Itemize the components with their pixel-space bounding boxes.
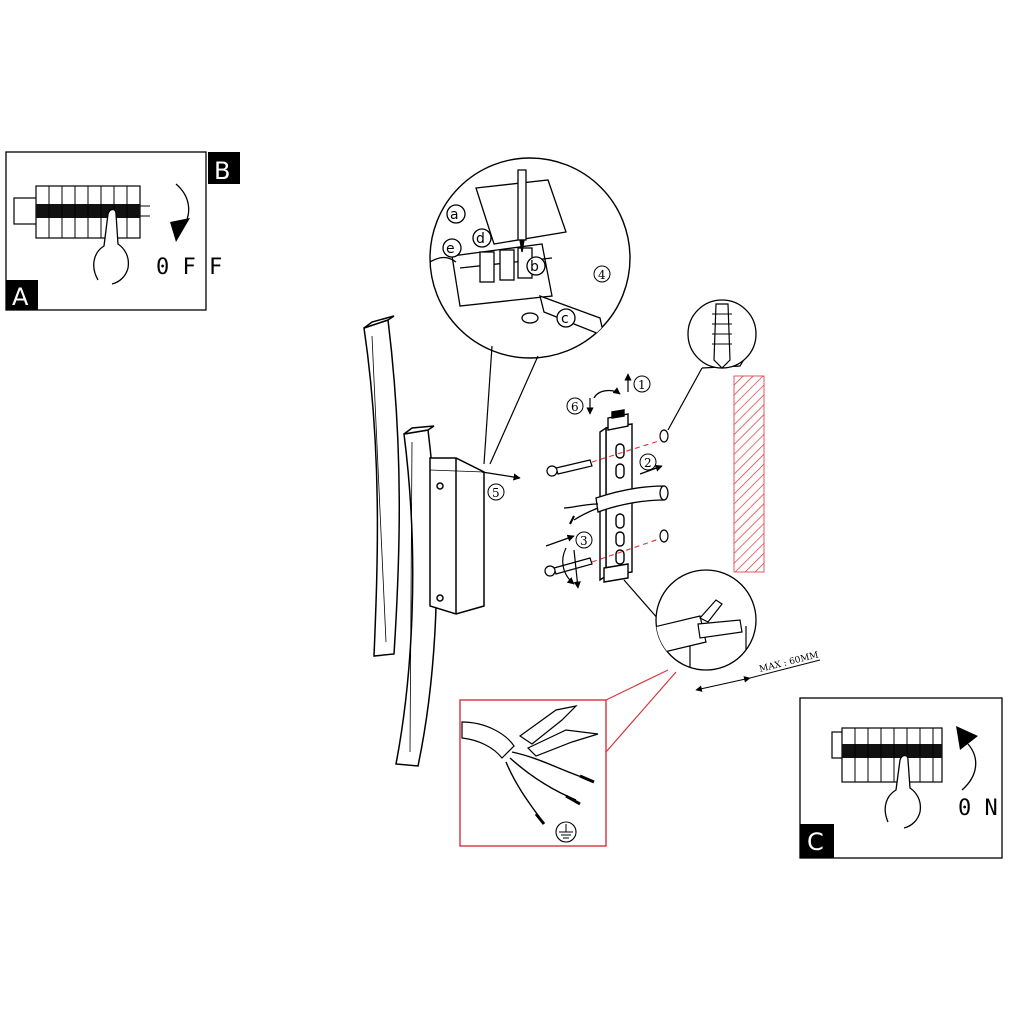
step-6: 6 [566, 387, 621, 415]
screw-lower [544, 557, 593, 577]
step-5: 5 [481, 471, 521, 501]
hand-icon [884, 754, 922, 829]
marker-b: b [530, 259, 539, 275]
breaker-off-panel: 0 F F B A [5, 151, 240, 311]
svg-text:5: 5 [492, 486, 500, 500]
panel-letter-b: B [214, 157, 230, 185]
pliers-icon [518, 705, 578, 745]
wall-holes [659, 429, 669, 543]
ground-icon [555, 821, 577, 843]
arrow-icon [961, 743, 977, 791]
marker-a: a [450, 207, 459, 223]
svg-text:3: 3 [580, 534, 588, 548]
breaker-on-panel: 0 N C [799, 697, 1003, 859]
wiring-detail [459, 669, 677, 847]
mounting-bracket [599, 409, 633, 583]
wall-plug-detail [667, 299, 757, 431]
lamp-arm-left [363, 318, 401, 657]
svg-text:6: 6 [571, 400, 579, 414]
on-label: 0 N [958, 796, 998, 821]
step-1: 1 [624, 373, 651, 393]
terminal-markers: a d e b c [442, 204, 576, 328]
wall [733, 375, 765, 573]
supply-cable [563, 485, 669, 525]
terminal-detail: a d e b c 4 [429, 157, 631, 359]
hand-icon [93, 208, 130, 285]
step-3: 3 [545, 531, 593, 589]
step-4: 4 [598, 268, 606, 282]
marker-e: e [446, 241, 455, 257]
svg-text:1: 1 [638, 378, 646, 392]
guide-lines [591, 439, 663, 563]
panel-letter-a: A [12, 283, 29, 311]
screwdriver-icon [517, 169, 527, 241]
strip-detail: MAX : 60MM [623, 569, 821, 692]
junction-box [429, 457, 485, 615]
step-2: 2 [639, 453, 663, 475]
svg-text:2: 2 [644, 456, 652, 470]
panel-letter-c: C [807, 828, 824, 856]
detail-leader [483, 345, 539, 465]
marker-c: c [561, 311, 569, 327]
off-label: 0 F F [156, 255, 222, 280]
marker-d: d [476, 231, 485, 247]
breaker-bank [831, 727, 943, 783]
lamp-fixture [363, 315, 485, 767]
wall-plug-icon [713, 303, 731, 369]
screw-upper [546, 459, 593, 477]
breaker-bank [13, 185, 150, 239]
